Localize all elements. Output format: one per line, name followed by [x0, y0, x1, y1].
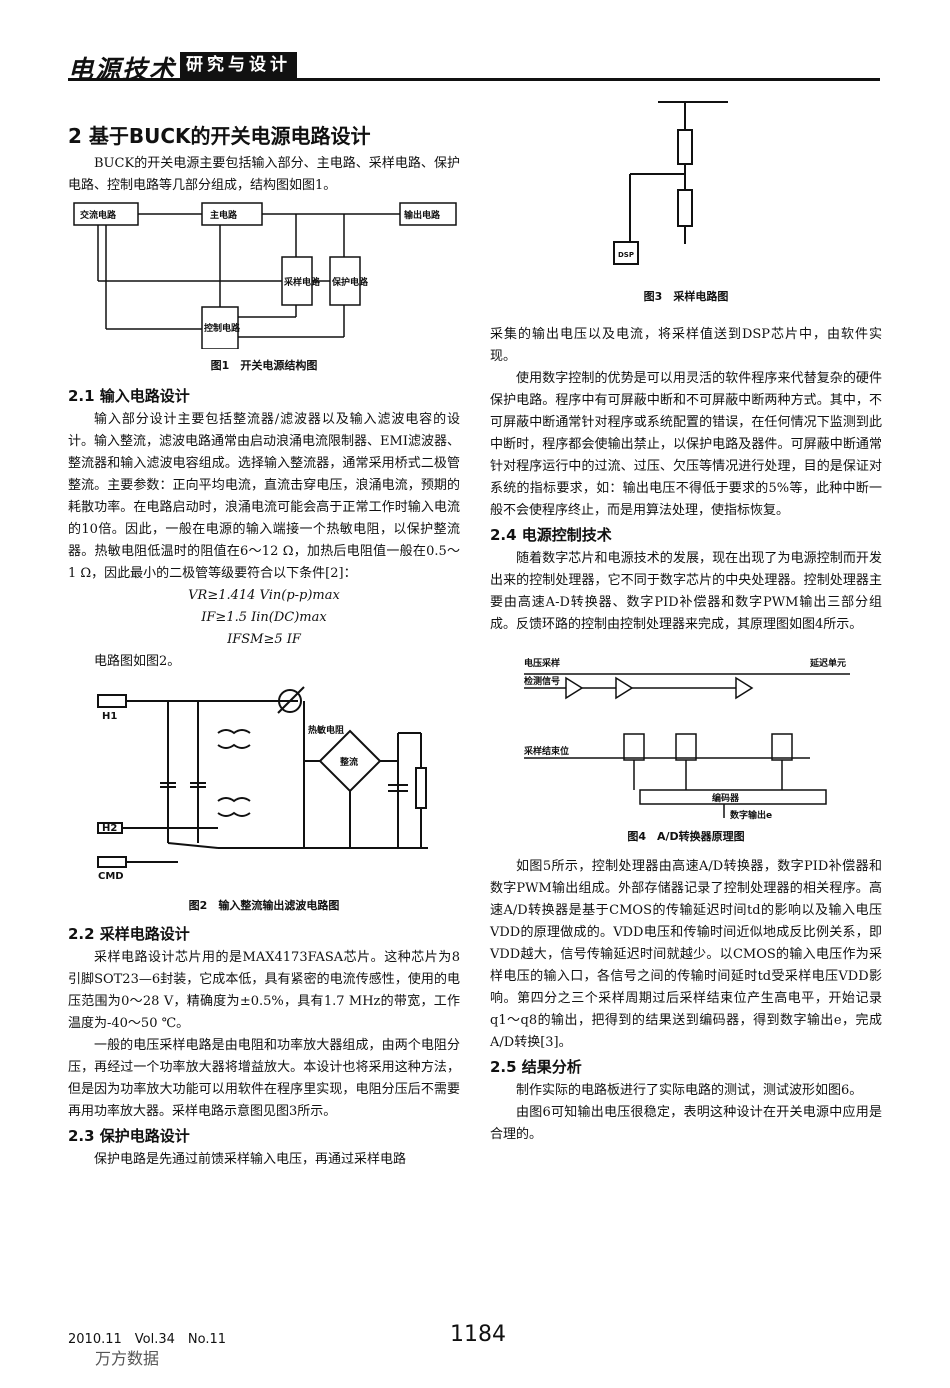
label-h2: H2 — [102, 823, 117, 834]
block-sample: 采样电路 — [283, 276, 321, 288]
equation-2: IF≥1.5 Iin(DC)max — [201, 610, 327, 625]
figure-3-circuit: DSP — [613, 101, 728, 265]
block-ac: 交流电路 — [80, 209, 117, 221]
watermark: 万方数据 — [95, 1349, 160, 1368]
label-delay-unit: 延迟单元 — [809, 657, 846, 669]
figure-3-caption: 图3 采样电路图 — [643, 290, 729, 303]
label-cmd: CMD — [98, 871, 124, 882]
right-p1: 采集的输出电压以及电流，将采样值送到DSP芯片中，由软件实现。 — [490, 327, 882, 364]
section-2-1-para: 输入部分设计主要包括整流器/滤波器以及输入滤波电容的设计。输入整流，滤波电路通常… — [68, 412, 460, 581]
page-number: 1184 — [450, 1322, 506, 1347]
page-header: 电源技术 研究与设计 — [68, 50, 880, 84]
section-2-4-p2: 如图5所示，控制处理器由高速A/D转换器，数字PID补偿器和数字PWM输出组成。… — [490, 859, 882, 1050]
section-2-4-p1: 随着数字芯片和电源技术的发展，现在出现了为电源控制而开发出来的控制处理器，它不同… — [490, 551, 882, 632]
section-2-title: 2 基于BUCK的开关电源电路设计 — [68, 124, 371, 148]
label-rectifier: 整流 — [339, 756, 358, 768]
figure-3: DSP — [490, 92, 882, 282]
figure-2-circuit: H1 H2 CMD 热敏电阻 整流 — [97, 686, 428, 882]
right-p2: 使用数字控制的优势是可以用灵活的软件程序来代替复杂的硬件保护电路。程序中有可屏蔽… — [490, 371, 882, 518]
section-tag: 研究与设计 — [180, 52, 297, 78]
label-sample-end: 采样结束位 — [523, 745, 569, 757]
label-detect-signal: 检测信号 — [524, 675, 560, 687]
section-2-5-p2: 由图6可知输出电压很稳定，表明这种设计在开关电源中应用是合理的。 — [490, 1105, 882, 1142]
label-voltage-sample: 电压采样 — [524, 657, 560, 669]
equation-1: VR≥1.414 Vin(p-p)max — [188, 588, 340, 603]
right-column: DSP 图3 采样电路图 采集的输出电压以及电流，将采样值送到DSP芯片中，由软… — [490, 92, 882, 1146]
figure-2-caption: 图2 输入整流输出滤波电路图 — [188, 899, 340, 912]
header-rule — [68, 78, 880, 81]
dsp-chip-label: DSP — [618, 251, 634, 259]
figure-2: H1 H2 CMD 热敏电阻 整流 — [68, 673, 460, 891]
section-2-3-p1: 保护电路是先通过前馈采样输入电压，再通过采样电路 — [94, 1152, 407, 1167]
figure-4: 电压采样 延迟单元 检测信号 采样结束位 编码器 数字输出e — [490, 636, 882, 822]
label-encoder: 编码器 — [712, 792, 740, 804]
section-2-2-p1: 采样电路设计芯片用的是MAX4173FASA芯片。这种芯片为8引脚SOT23—6… — [68, 950, 460, 1031]
section-2-1-after: 电路图如图2。 — [94, 654, 181, 669]
section-2-intro: BUCK的开关电源主要包括输入部分、主电路、采样电路、保护电路、控制电路等几部分… — [68, 156, 460, 193]
label-h1: H1 — [102, 711, 117, 722]
label-thermistor: 热敏电阻 — [308, 724, 344, 736]
block-control: 控制电路 — [204, 322, 241, 334]
section-2-1-title: 2.1 输入电路设计 — [68, 387, 190, 405]
block-main: 主电路 — [210, 209, 238, 221]
block-protect: 保护电路 — [331, 276, 369, 288]
section-2-4-title: 2.4 电源控制技术 — [490, 526, 612, 544]
section-2-3-title: 2.3 保护电路设计 — [68, 1127, 190, 1145]
figure-1-caption: 图1 开关电源结构图 — [210, 359, 318, 372]
figure-4-diagram: 电压采样 延迟单元 检测信号 采样结束位 编码器 数字输出e — [523, 657, 850, 821]
section-2-5-p1: 制作实际的电路板进行了实际电路的测试，测试波形如图6。 — [516, 1083, 863, 1098]
section-2-2-title: 2.2 采样电路设计 — [68, 925, 190, 943]
footer-issue: 2010.11 Vol.34 No.11 — [68, 1332, 227, 1347]
figure-4-caption: 图4 A/D转换器原理图 — [627, 830, 745, 843]
block-output: 输出电路 — [404, 209, 441, 221]
figure-1-diagram: 交流电路 主电路 输出电路 采样电路 保护电路 控制电路 — [73, 202, 457, 350]
section-2-5-title: 2.5 结果分析 — [490, 1058, 582, 1076]
section-2-2-p2: 一般的电压采样电路是由电阻和功率放大器组成，由两个电阻分压，再经过一个功率放大器… — [68, 1038, 460, 1119]
label-digital-out: 数字输出e — [730, 809, 772, 821]
equation-3: IFSM≥5 IF — [227, 632, 301, 647]
left-column: 2 基于BUCK的开关电源电路设计 BUCK的开关电源主要包括输入部分、主电路、… — [68, 125, 460, 1171]
figure-1: 交流电路 主电路 输出电路 采样电路 保护电路 控制电路 — [68, 197, 460, 350]
